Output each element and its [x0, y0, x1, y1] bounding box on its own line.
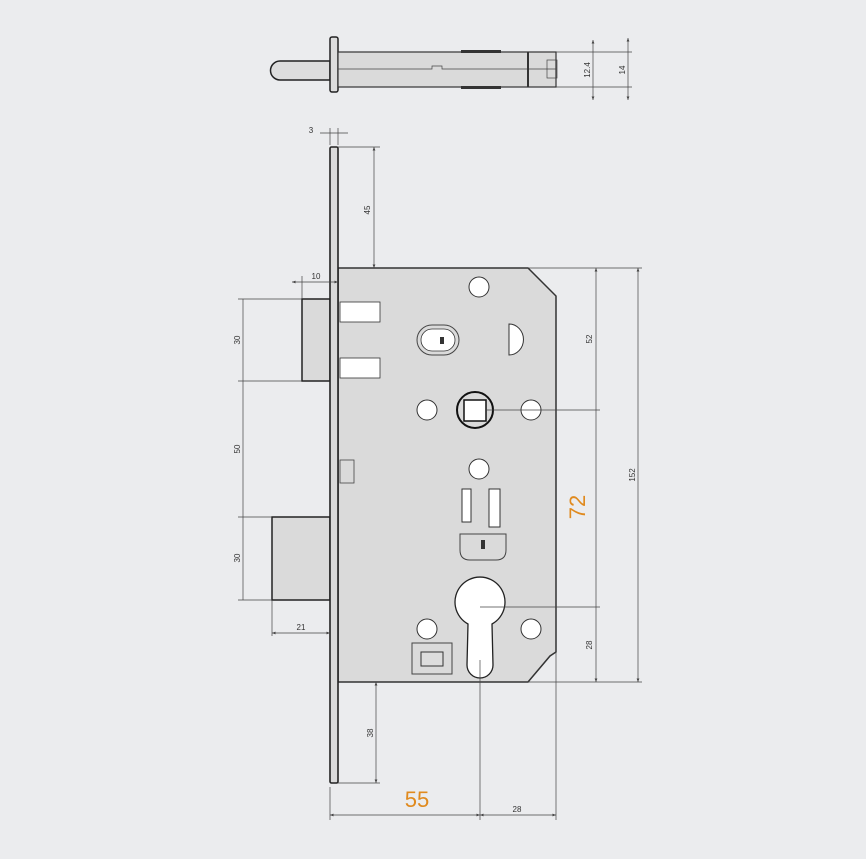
top-body [337, 51, 557, 88]
latch-bolt [301, 298, 331, 382]
dim-52: 52 [585, 334, 594, 343]
dim-30-bolt: 30 [233, 553, 242, 562]
dim-3: 3 [309, 126, 314, 135]
dim-12-4: 12.4 [583, 62, 592, 78]
drawing-stroke [488, 488, 501, 528]
top-view: 12.4 14 [269, 36, 632, 100]
top-faceplate [329, 36, 339, 93]
drawing-stroke [411, 642, 453, 675]
dim-50: 50 [233, 444, 242, 453]
screw-hole [468, 458, 490, 480]
front-view [271, 146, 557, 784]
dim-30-latch: 30 [233, 335, 242, 344]
drawing-stroke [339, 301, 381, 323]
drawing-stroke [459, 533, 507, 561]
faceplate [329, 146, 339, 784]
dim-21: 21 [297, 623, 306, 632]
dim-28-bottom: 28 [585, 640, 594, 649]
dim-38: 38 [366, 728, 375, 737]
dimension-line [546, 59, 558, 79]
latch-pin [269, 60, 331, 81]
dim-10: 10 [312, 272, 321, 281]
drawing-stroke [508, 323, 524, 356]
dim-55-backset: 55 [405, 787, 429, 812]
drawing-stroke [339, 357, 381, 379]
drawing-stroke [416, 324, 460, 356]
dimensions: 3 45 10 30 50 30 21 38 55 28 52 [233, 126, 642, 820]
spindle-square [463, 399, 487, 422]
dim-152: 152 [628, 468, 637, 482]
drawing-stroke [461, 488, 472, 523]
dim-28-back: 28 [513, 805, 522, 814]
drawing-stroke [481, 540, 485, 549]
dim-14: 14 [618, 65, 627, 74]
screw-hole [520, 618, 542, 640]
lock-body [337, 267, 557, 683]
drawing-stroke [420, 651, 444, 667]
drawing-stroke [420, 328, 456, 352]
cylinder-cutout [454, 576, 506, 679]
dimension-line [338, 65, 556, 70]
drawing-stroke [461, 50, 501, 53]
dim-45: 45 [363, 205, 372, 214]
bolt-tab [339, 459, 355, 484]
dim-72-centre: 72 [565, 495, 590, 519]
drawing-stroke [440, 337, 444, 344]
dead-bolt [271, 516, 331, 601]
drawing-stroke [461, 86, 501, 89]
screw-hole [468, 276, 490, 298]
screw-hole [416, 618, 438, 640]
screw-hole [416, 399, 438, 421]
